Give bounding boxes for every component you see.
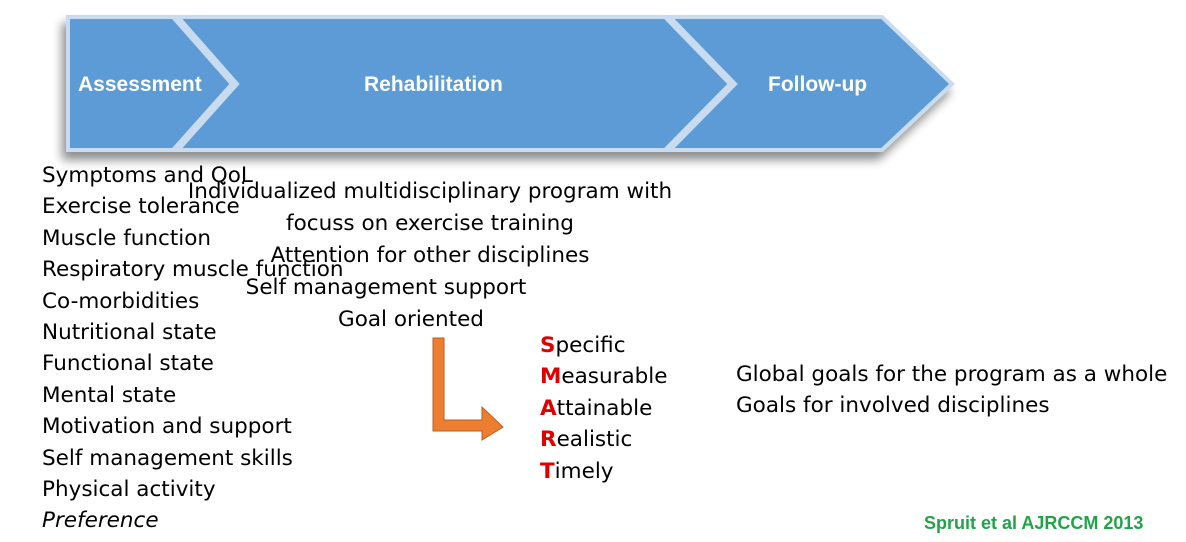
follow-up-goals: Global goals for the program as a whole … xyxy=(736,359,1167,422)
assessment-item: Mental state xyxy=(42,382,177,408)
rehab-line: Goal oriented xyxy=(338,307,484,332)
assessment-item: Motivation and support xyxy=(42,414,292,440)
smart-item-measurable: Measurable xyxy=(540,361,668,392)
smart-letter: A xyxy=(540,395,557,421)
smart-item-realistic: Realistic xyxy=(540,424,668,455)
smart-rest: pecific xyxy=(555,333,626,358)
citation: Spruit et al AJRCCM 2013 xyxy=(924,513,1144,533)
orange-bent-arrow xyxy=(432,337,504,441)
smart-item-timely: Timely xyxy=(540,456,668,487)
goal-line: Goals for involved disciplines xyxy=(736,393,1050,419)
goal-line: Global goals for the program as a whole xyxy=(736,362,1168,387)
assessment-item: Physical activity xyxy=(42,476,216,502)
assessment-item: Self management skills xyxy=(42,445,293,471)
smart-letter: M xyxy=(540,364,562,390)
assessment-item: Preference xyxy=(42,508,159,534)
smart-letter: R xyxy=(540,427,557,453)
rehabilitation-chevron xyxy=(173,15,733,152)
smart-letter: T xyxy=(540,458,555,484)
smart-rest: easurable xyxy=(561,364,668,390)
assessment-list: Symptoms and QoL Exercise tolerance Musc… xyxy=(42,160,343,537)
rehab-line: Individualized multidisciplinary program… xyxy=(187,179,673,204)
assessment-chevron xyxy=(66,15,235,152)
assessment-item: Co-morbidities xyxy=(42,288,200,314)
smart-item-attainable: Attainable xyxy=(540,393,668,424)
assessment-item: Functional state xyxy=(42,351,214,377)
rehab-line: Attention for other disciplines xyxy=(270,243,590,268)
smart-rest: ttainable xyxy=(556,395,653,421)
rehab-line: focuss on exercise training xyxy=(286,211,574,236)
rehab-line: Self management support xyxy=(245,275,527,300)
smart-rest: imely xyxy=(554,458,614,484)
stage-follow-up-label: Follow-up xyxy=(768,73,868,96)
smart-rest: ealistic xyxy=(556,427,633,453)
stage-assessment-label: Assessment xyxy=(78,73,202,96)
follow-up-chevron xyxy=(665,15,955,152)
smart-letter: S xyxy=(540,333,556,358)
assessment-item: Muscle function xyxy=(42,225,212,251)
assessment-item: Exercise tolerance xyxy=(42,194,240,220)
assessment-item: Nutritional state xyxy=(42,319,217,345)
smart-list: Specific Measurable Attainable Realistic… xyxy=(540,330,668,487)
smart-item-specific: Specific xyxy=(540,330,668,361)
assessment-item: Symptoms and QoL xyxy=(42,163,253,188)
assessment-item: Respiratory muscle function xyxy=(42,257,344,283)
rehabilitation-description: Individualized multidisciplinary program… xyxy=(180,176,680,336)
stage-rehabilitation-label: Rehabilitation xyxy=(364,73,503,96)
